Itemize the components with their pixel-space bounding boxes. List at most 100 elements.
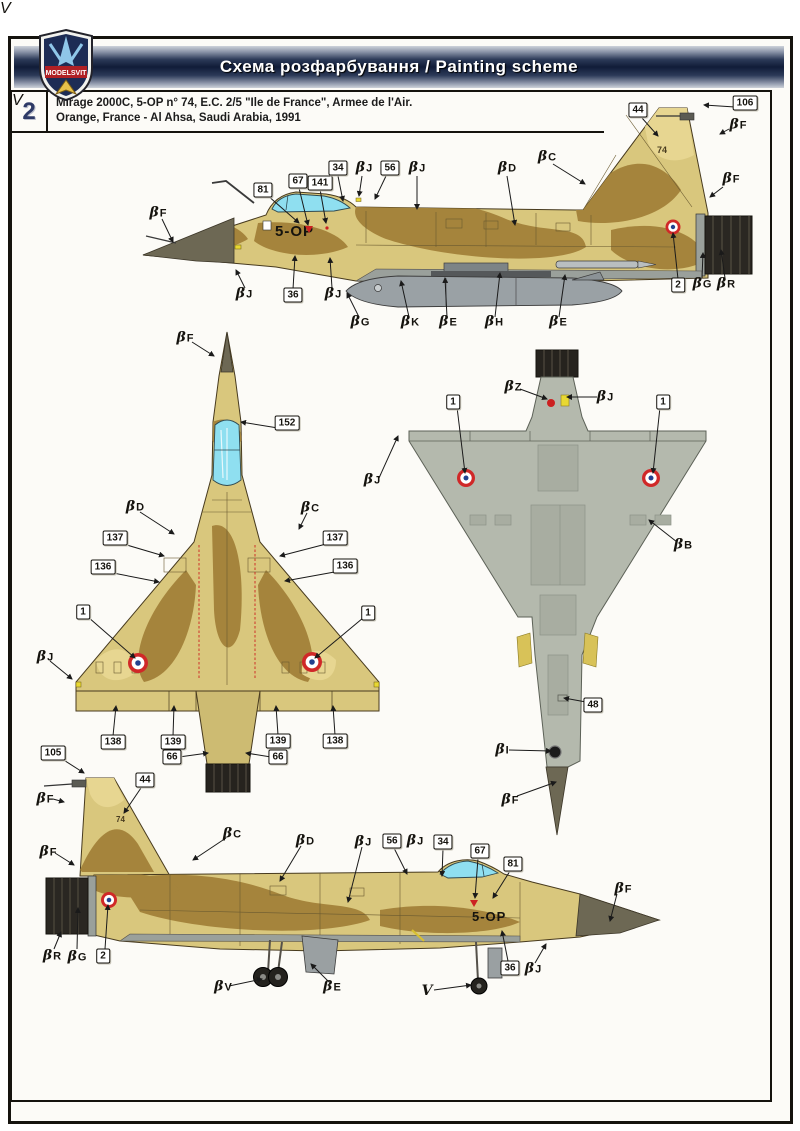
paint-brush-icon: V [12,92,23,109]
decal-callout: 141 [307,175,333,191]
panel-lines [355,114,693,248]
scheme-panel: 2 Mirage 2000C, 5-OP n° 74, E.C. 2/5 "Il… [10,90,772,1102]
exhaust-nozzle [535,349,579,378]
scheme-line-2: Orange, France - Al Ahsa, Saudi Arabia, … [56,112,301,124]
paint-brush-icon: β [176,329,186,346]
paint-brush-icon: β [484,313,495,330]
roundel [665,219,681,235]
paint-brush-icon: β [614,880,624,897]
scheme-line-1: Mirage 2000C, 5-OP n° 74, E.C. 2/5 "Ile … [56,97,413,109]
paint-brush-icon: β [729,116,739,133]
yellow-patch [516,632,533,668]
decal-callout: 44 [135,772,155,788]
paint-callout: V [421,983,433,999]
nose-landing-gear [470,941,503,995]
decal-callout: 66 [268,749,288,765]
page-title: Схема розфарбування / Painting scheme [219,57,579,76]
paint-brush-icon: β [537,148,548,165]
tail-cone [195,690,261,765]
titlebar-divider [12,131,604,133]
paint-brush-icon: β [524,960,535,977]
decal-callout: 1 [76,604,90,620]
scheme-description: Mirage 2000C, 5-OP n° 74, E.C. 2/5 "Ile … [56,96,412,126]
yellow-marker [560,394,570,407]
decal-callout: 1 [656,394,670,410]
decal-callout: 67 [470,843,490,859]
roundel [457,469,475,487]
logo-text: MODELSVIT [46,70,88,77]
decal-callout: 36 [500,960,520,976]
decal-callout: 66 [162,749,182,765]
camouflage-patches [94,873,520,934]
bottom-view-aircraft [408,349,707,836]
decal-callout: 34 [433,834,453,850]
scheme-number-box: 2 [12,92,48,131]
sensor-dome [548,745,562,759]
paint-brush-icon: β [125,498,136,515]
paint-brush-icon: β [406,832,417,849]
paint-brush-icon: β [149,204,159,221]
decal-callout: 139 [160,734,186,750]
decal-callout: 44 [628,102,648,118]
paint-brush-icon: β [354,833,365,850]
roundel [128,653,148,673]
decal-callout: 2 [671,277,685,293]
paint-brush-icon: β [323,978,333,995]
drop-tank [345,260,657,308]
decal-callout: 67 [288,173,308,189]
paint-brush-icon: β [439,313,449,330]
yellow-patch [582,632,599,668]
modelsvit-logo: MODELSVIT [39,28,93,102]
decal-callout: 56 [380,160,400,176]
red-marker [470,900,478,907]
nav-light [75,681,82,688]
paint-brush-icon: β [67,948,77,965]
header-banner: Схема розфарбування / Painting scheme [14,46,784,88]
paint-brush-icon: β [400,313,411,330]
roundel [302,652,322,672]
scheme-titlebar: 2 Mirage 2000C, 5-OP n° 74, E.C. 2/5 "Il… [12,92,766,132]
paint-brush-icon: V [0,0,11,17]
paint-brush-icon: β [235,285,246,302]
decal-callout: 105 [40,745,66,761]
decal-callout: 138 [100,734,126,750]
decal-callout: 137 [322,530,348,546]
paint-brush-icon: β [504,378,514,395]
decal-callout: 1 [361,605,375,621]
decal-callout: 136 [332,558,358,574]
roundel [101,892,117,908]
paint-brush-icon: V [421,983,433,999]
fin-pitot [43,783,73,787]
paint-brush-icon: β [36,648,47,665]
exhaust-nozzle [205,763,251,793]
paint-brush-icon: β [673,536,684,553]
exhaust-nozzle [45,877,89,935]
paint-brush-icon: β [716,275,727,292]
radome [142,217,235,264]
paint-brush-icon: β [495,741,505,758]
paint-brush-icon: β [549,313,559,330]
